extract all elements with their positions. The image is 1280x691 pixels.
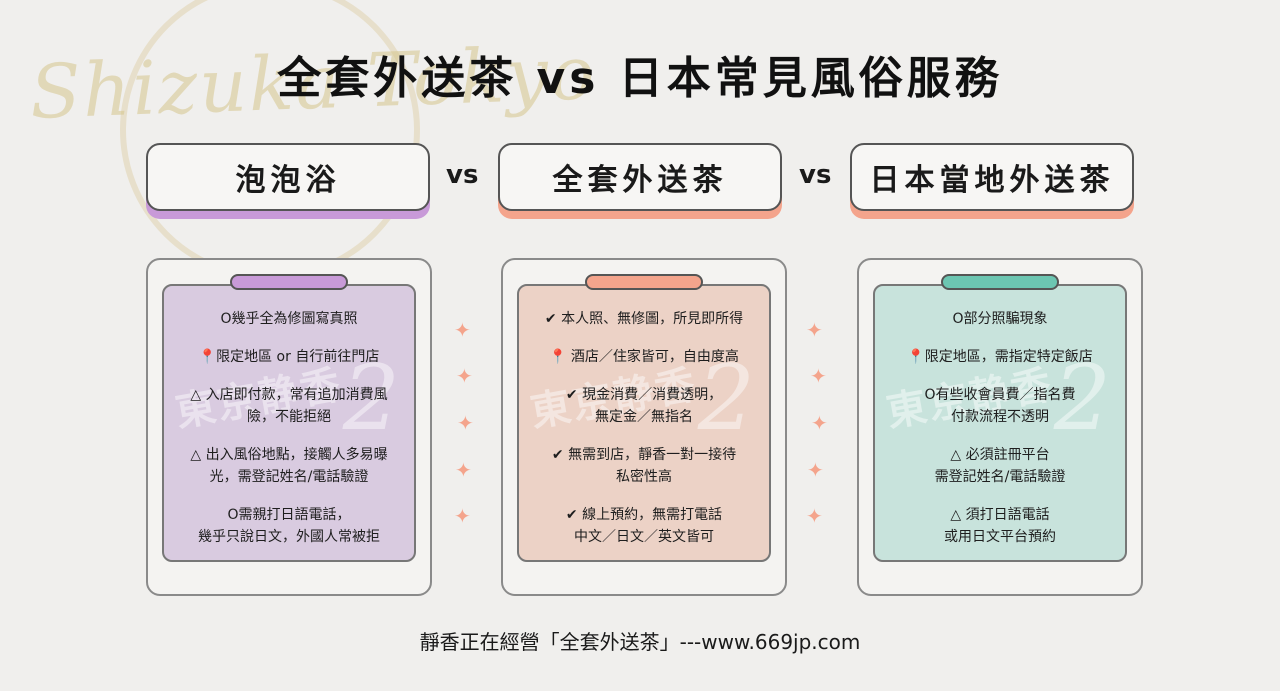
tab-label: 全套外送茶	[498, 143, 782, 211]
card-pill	[585, 274, 703, 290]
vs-label: vs	[799, 160, 832, 190]
sparkle-icon: ✦	[806, 504, 823, 528]
sparkle-icon: ✦	[810, 364, 827, 388]
list-item: O幾乎全為修圖寫真照	[220, 311, 358, 327]
card-pill	[941, 274, 1059, 290]
list-item: ✔ 線上預約，無需打電話中文／日文／英文皆可	[565, 507, 723, 545]
list-item: ✔ 本人照、無修圖，所見即所得	[544, 311, 744, 327]
list-item: O部分照騙現象	[952, 311, 1048, 327]
tab-local-delivery: 日本當地外送茶	[850, 143, 1134, 219]
card-local-delivery: 東京静香 2 O部分照騙現象 📍限定地區，需指定特定飯店 O有些收會員費／指名費…	[857, 258, 1143, 596]
sparkle-icon: ✦	[454, 318, 471, 342]
sparkle-icon: ✦	[807, 458, 824, 482]
list-item: O需親打日語電話，幾乎只說日文，外國人常被拒	[198, 507, 380, 545]
page-title: 全套外送茶 vs 日本常見風俗服務	[277, 53, 1003, 104]
tab-full-delivery: 全套外送茶	[498, 143, 782, 219]
list-item: △ 出入風俗地點，接觸人多易曝光，需登記姓名/電話驗證	[190, 447, 388, 485]
sparkle-icon: ✦	[806, 318, 823, 342]
list-item: △ 須打日語電話或用日文平台預約	[944, 507, 1056, 545]
sparkle-icon: ✦	[457, 411, 474, 435]
card-body: 東京静香 2 ✔ 本人照、無修圖，所見即所得 📍 酒店／住家皆可，自由度高 ✔ …	[517, 284, 771, 562]
list-item: O有些收會員費／指名費付款流程不透明	[924, 387, 1076, 425]
list-item: 📍限定地區 or 自行前往門店	[198, 349, 380, 365]
tab-label: 泡泡浴	[146, 143, 430, 211]
footer-caption: 靜香正在經營「全套外送茶」---www.669jp.com	[419, 630, 861, 654]
sparkle-icon: ✦	[455, 458, 472, 482]
sparkle-icon: ✦	[454, 504, 471, 528]
tab-soapland: 泡泡浴	[146, 143, 430, 219]
card-full-delivery: 東京静香 2 ✔ 本人照、無修圖，所見即所得 📍 酒店／住家皆可，自由度高 ✔ …	[501, 258, 787, 596]
list-item: ✔ 現金消費／消費透明，無定金／無指名	[565, 387, 723, 425]
list-item: ✔ 無需到店，靜香一對一接待私密性高	[551, 447, 737, 485]
list-item: 📍限定地區，需指定特定飯店	[907, 349, 1093, 365]
list-item: △ 入店即付款，常有追加消費風險，不能拒絕	[190, 387, 388, 425]
sparkle-icon: ✦	[811, 411, 828, 435]
list-item: △ 必須註冊平台需登記姓名/電話驗證	[934, 447, 1066, 485]
list-item: 📍 酒店／住家皆可，自由度高	[549, 349, 739, 365]
sparkle-icon: ✦	[456, 364, 473, 388]
tab-label: 日本當地外送茶	[850, 143, 1134, 211]
card-body: 東京静香 2 O部分照騙現象 📍限定地區，需指定特定飯店 O有些收會員費／指名費…	[873, 284, 1127, 562]
card-body: 東京静香 2 O幾乎全為修圖寫真照 📍限定地區 or 自行前往門店 △ 入店即付…	[162, 284, 416, 562]
vs-label: vs	[446, 160, 479, 190]
card-soapland: 東京静香 2 O幾乎全為修圖寫真照 📍限定地區 or 自行前往門店 △ 入店即付…	[146, 258, 432, 596]
card-pill	[230, 274, 348, 290]
